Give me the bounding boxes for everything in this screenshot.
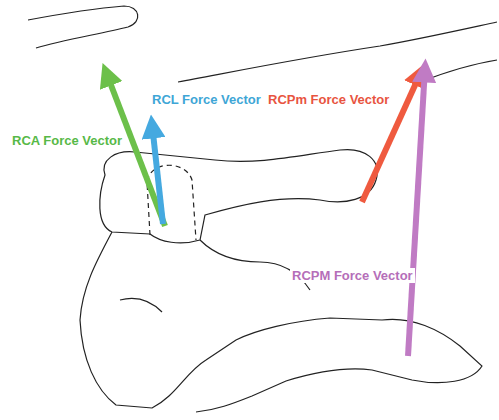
vector-label: RCPM Force Vector bbox=[290, 268, 415, 283]
force-arrow bbox=[408, 68, 425, 356]
force-vectors bbox=[106, 68, 425, 356]
vector-label: RCA Force Vector bbox=[10, 133, 124, 148]
vector-label: RCPm Force Vector bbox=[266, 92, 391, 107]
vector-label: RCL Force Vector bbox=[150, 92, 263, 107]
axis-outline bbox=[120, 299, 162, 313]
occiput-outline bbox=[420, 60, 497, 82]
occiput-outline bbox=[28, 6, 138, 48]
occiput-outline bbox=[178, 22, 497, 82]
force-arrow bbox=[152, 124, 163, 224]
bone-outline bbox=[28, 6, 497, 412]
axis-outline bbox=[80, 232, 482, 412]
